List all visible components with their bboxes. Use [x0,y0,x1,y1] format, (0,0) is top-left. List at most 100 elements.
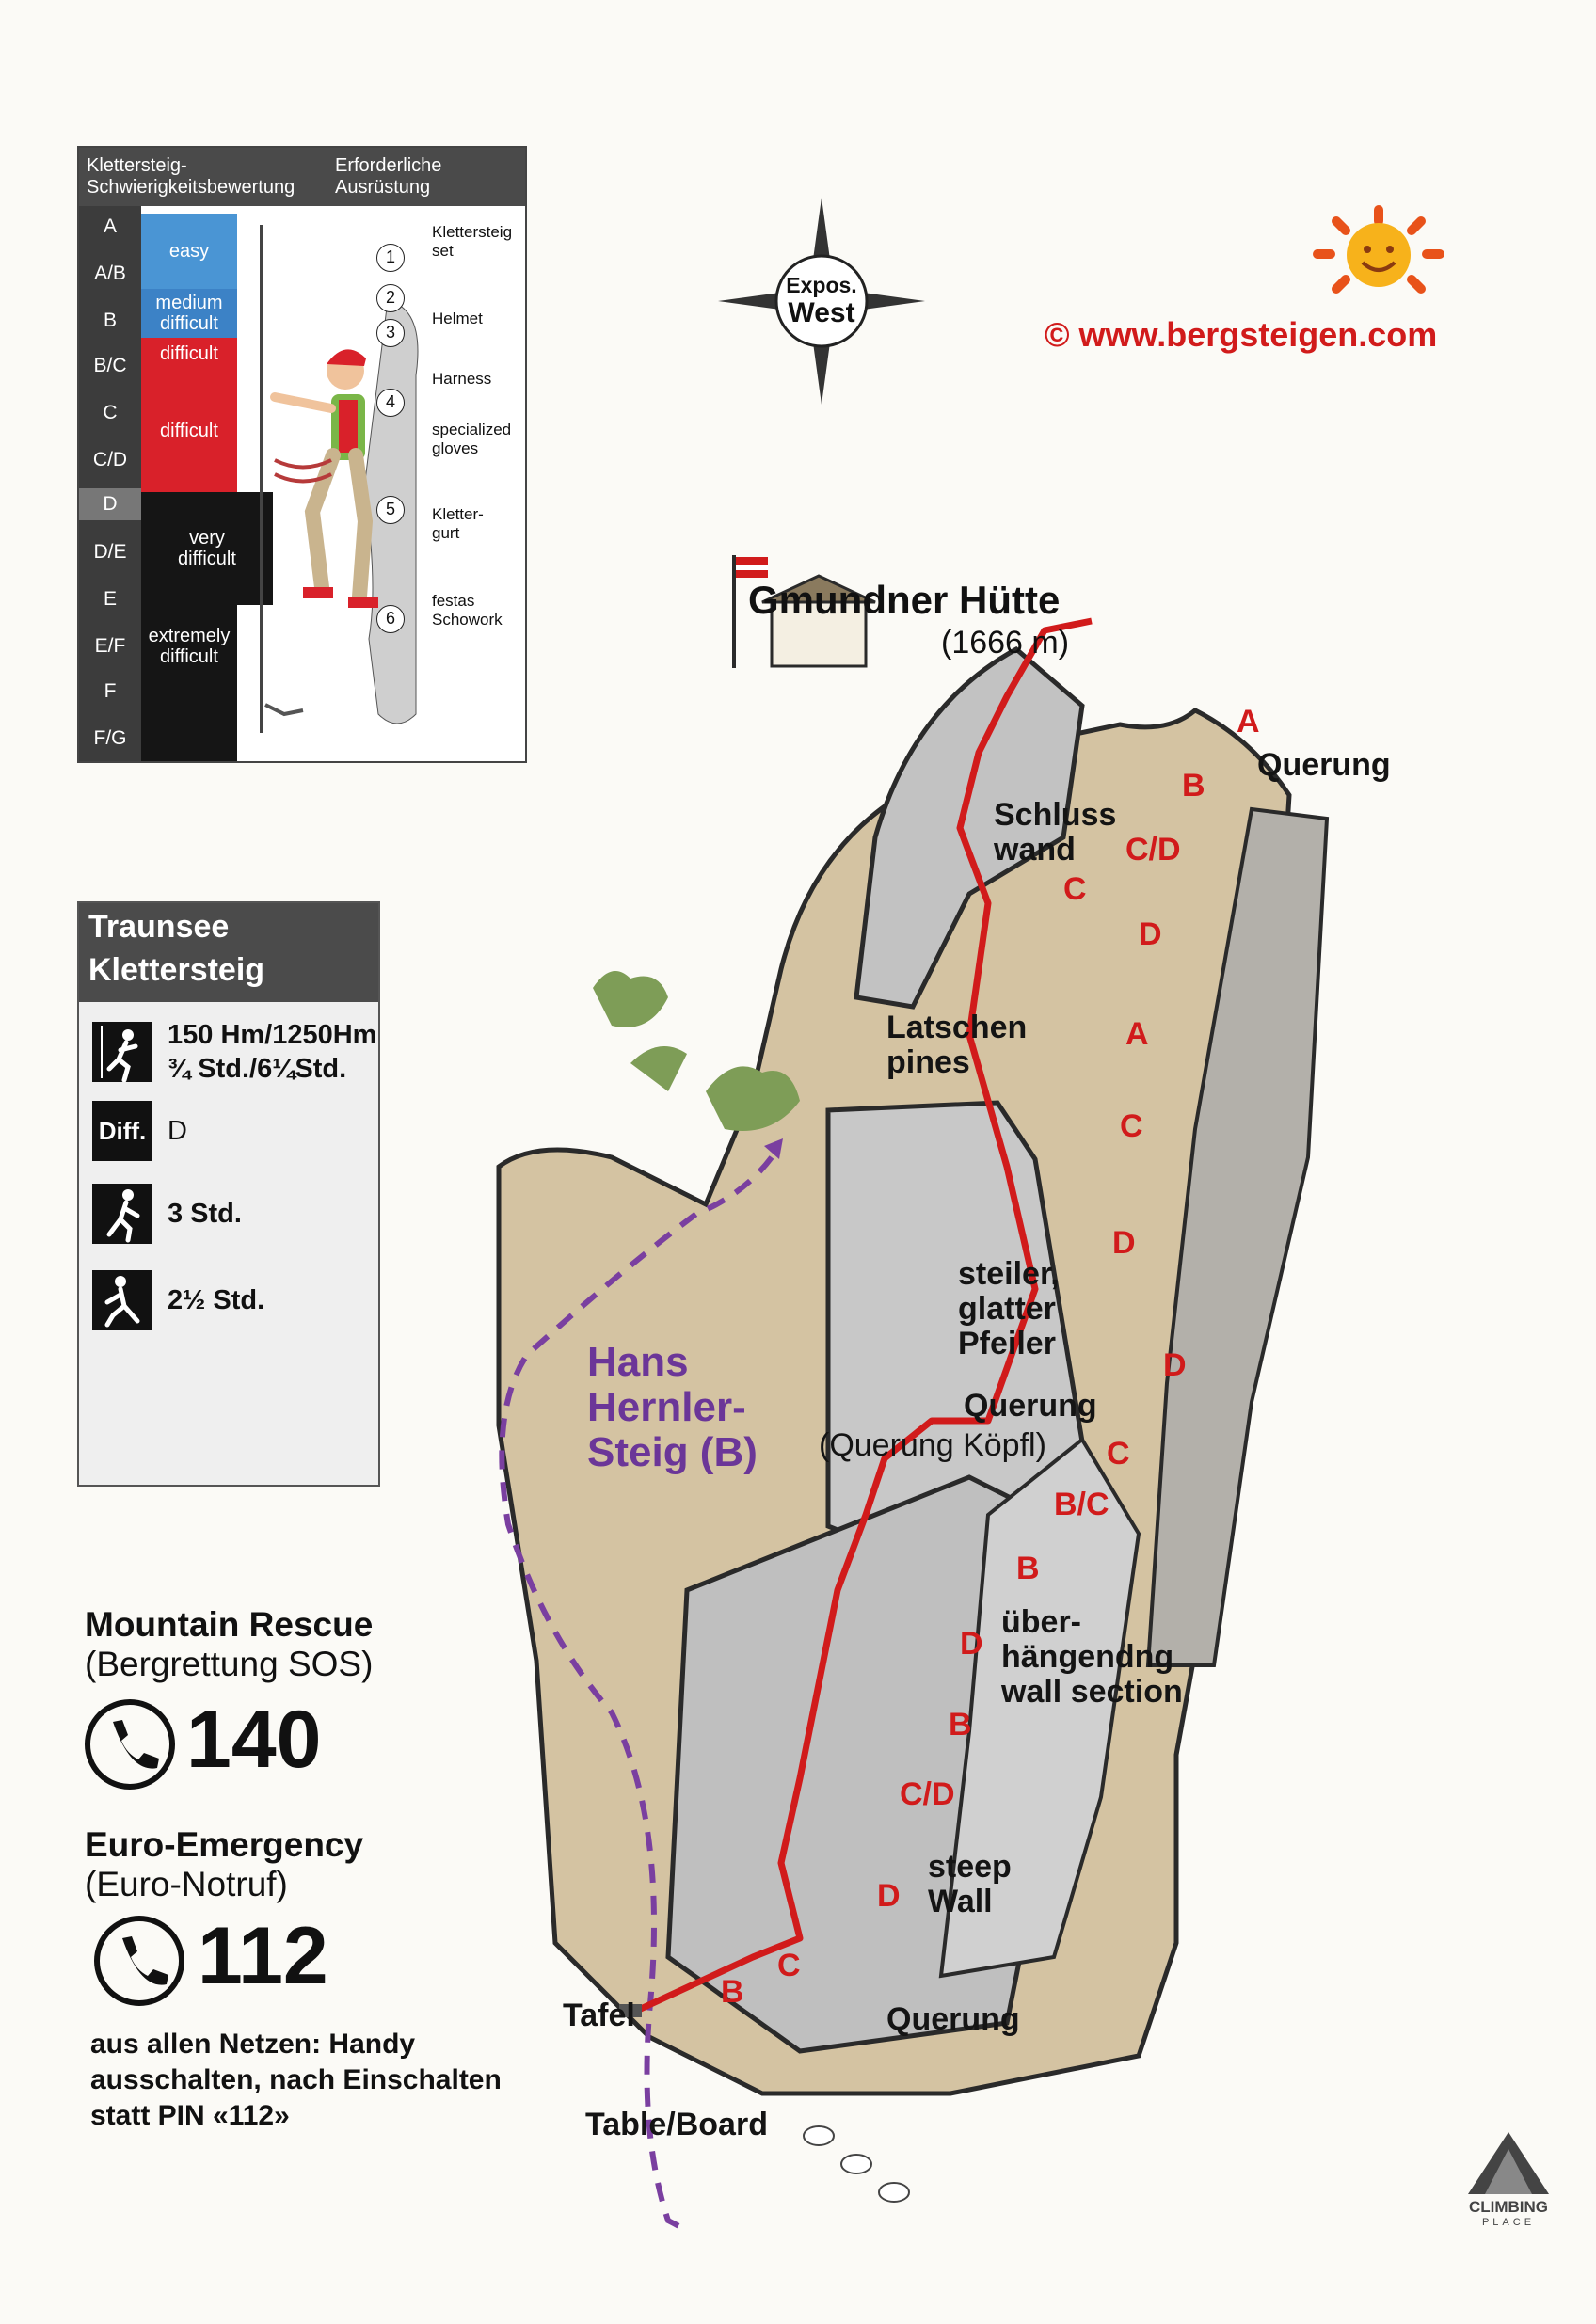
difficulty-badge: Diff. [92,1101,152,1161]
grade-label: C/D [92,449,128,470]
summit-altitude: (1666 m) [941,625,1070,661]
stat-time: ¾ Std./6¼Std. [168,1054,347,1084]
band-extremely-difficult: extremely difficult [141,605,237,761]
rescue-title: Mountain Rescue [85,1605,374,1644]
stat-difficulty: D [168,1116,187,1146]
route-grade: B [1016,1551,1040,1586]
equipment-label: Helmet [432,310,483,327]
scale-header: Klettersteig-Schwierigkeitsbewertung Erf… [79,148,525,206]
route-grade: A [1237,704,1260,740]
difficulty-scale-panel: Klettersteig-Schwierigkeitsbewertung Erf… [77,146,527,763]
label-querung-kopfl: (Querung Köpfl) [819,1427,1046,1463]
equipment-label: Klettersteig set [432,223,513,260]
sun-logo-icon [1313,205,1444,294]
logo-line1: CLIMBING [1468,2198,1549,2216]
equipment-number: 2 [376,284,405,312]
equipment-number: 3 [376,319,405,347]
scale-header-left: Klettersteig-Schwierigkeitsbewertung [87,155,295,198]
summit-name: Gmundner Hütte [748,578,1061,622]
route-info-panel: Traunsee Klettersteig 150 Hm/1250Hm ¾ St… [77,901,380,1487]
equipment-number: 1 [376,244,405,272]
euro-title: Euro-Emergency [85,1825,364,1864]
compass-line2: West [788,297,855,328]
equipment-number: 6 [376,605,405,633]
route-grade: B [949,1707,972,1743]
grade-label: E [103,588,117,610]
stat-ascent: 150 Hm/1250Hm [168,1020,377,1050]
copyright-text: © www.bergsteigen.com [1045,315,1438,354]
route-grade: C [1107,1436,1130,1472]
climbing-icon [92,1022,152,1083]
equipment-label: Kletter-gurt [432,505,484,542]
grade-column: A A/B B B/C C C/D D D/E E E/F F F/G [79,206,141,761]
euro-subtitle: (Euro-Notruf) [85,1865,288,1903]
band-very-difficult: very difficult [141,492,273,605]
route-info-header: Traunsee Klettersteig [79,903,378,1002]
band-medium: medium difficult [141,289,237,338]
route-grade: D [960,1626,983,1662]
grade-label: C [103,402,118,423]
route-grade: C [1063,871,1087,907]
rescue-number[interactable]: 140 [186,1695,322,1785]
note-line: statt PIN «112» [90,2100,290,2131]
grade-label: E/F [94,635,126,657]
emergency-note: aus allen Netzen: Handy ausschalten, nac… [90,2027,502,2134]
route-grade: C/D [900,1776,955,1812]
equipment-label: Harness [432,370,492,388]
band-difficult-1: difficult [141,338,237,370]
route-title-line2: Klettersteig [88,952,265,988]
phone-icon [85,1699,175,1790]
route-grade: C [1120,1108,1143,1144]
route-grade: D [877,1878,901,1914]
grade-label: F/G [93,727,127,749]
route-title-line1: Traunsee [88,909,230,945]
grade-label: A/B [94,263,126,284]
grade-label: B/C [93,355,127,376]
route-grade: D [1112,1225,1136,1261]
rescue-subtitle: (Bergrettung SOS) [85,1645,374,1683]
phone-icon [94,1916,184,2006]
grade-label: F [104,680,117,702]
label-querung-top: Querung [1257,747,1391,783]
route-grade: B [1182,768,1205,804]
climber-illustration [260,225,419,733]
climbing-place-logo-icon [1468,2132,1549,2194]
band-easy: easy [141,214,237,289]
note-line: aus allen Netzen: Handy [90,2029,416,2060]
equipment-label: specialized gloves [432,421,512,457]
label-table-board: Table/Board [585,2107,768,2142]
route-grade: C [777,1948,801,1983]
grade-label: B [103,310,117,331]
route-grade: D [1163,1347,1187,1383]
compass-icon [718,198,925,405]
equipment-label-extra: festas Schowork [432,592,503,629]
band-difficult-2: difficult [141,370,237,492]
label-querung-mid: Querung [964,1388,1097,1424]
euro-number[interactable]: 112 [198,1911,328,2001]
equipment-number: 5 [376,496,405,524]
route-grade: B [721,1974,744,2010]
label-querung-bottom: Querung [886,2001,1020,2037]
label-tafel: Tafel [563,1998,635,2033]
stat-ascent-time: 3 Std. [168,1199,242,1229]
hiking-down-icon [92,1270,152,1330]
grade-label: D/E [93,541,127,563]
route-grade: C/D [1125,832,1181,868]
mountain-topo-illustration [496,555,1330,2230]
logo-line2: PLACE [1481,2217,1536,2228]
note-line: ausschalten, nach Einschalten [90,2064,502,2095]
route-grade: D [1139,916,1162,952]
grade-label: A [103,215,117,237]
hiking-up-icon [92,1184,152,1244]
stat-descent-time: 2½ Std. [168,1285,265,1315]
route-grade: B/C [1054,1487,1109,1522]
route-grade: A [1125,1016,1149,1052]
grade-label-current: D [79,488,141,520]
